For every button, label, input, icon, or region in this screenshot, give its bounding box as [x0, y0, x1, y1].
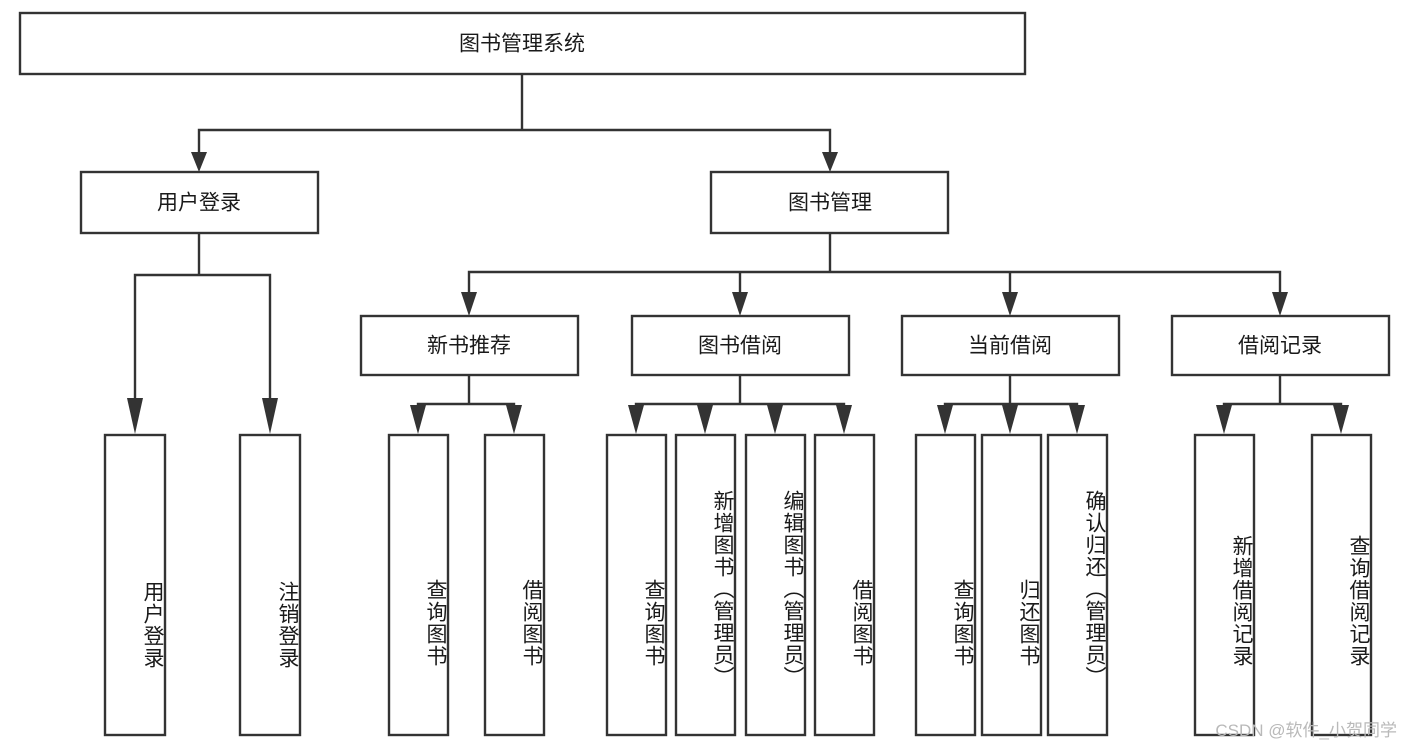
node-borrow-record[interactable]: 借阅记录	[1170, 314, 1391, 377]
arrow-to-leaf-user-login	[127, 398, 143, 434]
arrow-to-new-book-recommend	[461, 292, 477, 316]
connector-current-borrow-trunk	[943, 373, 1079, 412]
leaf-box-return-book[interactable]	[980, 433, 1043, 737]
arrow-to-leaf-query-record	[1333, 405, 1349, 434]
node-user-login[interactable]: 用户登录	[79, 170, 320, 235]
arrow-to-leaf-edit-book	[767, 405, 783, 434]
leaf-box-query-book-1[interactable]	[387, 433, 450, 737]
leaf-box-query-record[interactable]	[1310, 433, 1373, 737]
connector-book-borrow-trunk	[634, 373, 846, 412]
node-user-login-box[interactable]	[79, 170, 320, 235]
arrow-to-leaf-logout	[262, 398, 278, 434]
node-book-manage[interactable]: 图书管理	[709, 170, 950, 235]
arrow-to-leaf-return-book	[1002, 405, 1018, 434]
arrow-to-leaf-query-book-1	[410, 405, 426, 434]
connector-user-login-trunk	[133, 231, 272, 405]
node-book-manage-box[interactable]	[709, 170, 950, 235]
node-borrow-record-label: 借阅记录	[1238, 335, 1322, 358]
node-book-manage-label: 图书管理	[788, 192, 872, 215]
connector-root-trunk	[197, 73, 832, 160]
arrow-to-leaf-confirm-return	[1069, 405, 1085, 434]
connector-new-book-trunk	[416, 373, 516, 412]
node-root[interactable]: 图书管理系统	[18, 11, 1027, 76]
arrow-to-current-borrow	[1002, 292, 1018, 316]
leaf-box-add-book[interactable]	[674, 433, 737, 737]
leaf-box-logout[interactable]	[238, 433, 302, 737]
node-new-book-recommend-label: 新书推荐	[427, 335, 511, 358]
leaf-box-query-book-3[interactable]	[914, 433, 977, 737]
leaf-box-edit-book[interactable]	[744, 433, 807, 737]
arrow-to-leaf-add-record	[1216, 405, 1232, 434]
csdn-watermark: CSDN @软件_小贺同学	[1215, 721, 1397, 740]
node-user-login-label: 用户登录	[157, 192, 241, 215]
node-root-label: 图书管理系统	[459, 33, 585, 56]
connector-borrow-record-trunk	[1222, 373, 1343, 412]
arrow-to-leaf-query-book-3	[937, 405, 953, 434]
node-book-borrow-box[interactable]	[630, 314, 851, 377]
leaf-box-confirm-return[interactable]	[1046, 433, 1109, 737]
node-new-book-recommend[interactable]: 新书推荐	[359, 314, 580, 377]
connector-book-manage-trunk	[467, 231, 1282, 300]
node-root-box[interactable]	[18, 11, 1027, 76]
leaf-box-borrow-book-1[interactable]	[483, 433, 546, 737]
leaf-box-borrow-book-2[interactable]	[813, 433, 876, 737]
arrow-to-borrow-record	[1272, 292, 1288, 316]
leaf-box-query-book-2[interactable]	[605, 433, 668, 737]
node-new-book-recommend-box[interactable]	[359, 314, 580, 377]
node-borrow-record-box[interactable]	[1170, 314, 1391, 377]
arrow-to-leaf-borrow-book-1	[506, 405, 522, 434]
connector-layer	[127, 73, 1349, 434]
node-current-borrow[interactable]: 当前借阅	[900, 314, 1121, 377]
node-current-borrow-box[interactable]	[900, 314, 1121, 377]
leaf-box-user-login[interactable]	[103, 433, 167, 737]
arrow-to-leaf-query-book-2	[628, 405, 644, 434]
arrow-to-book-manage	[822, 152, 838, 172]
node-book-borrow-label: 图书借阅	[698, 335, 782, 358]
arrow-to-book-borrow	[732, 292, 748, 316]
node-current-borrow-label: 当前借阅	[968, 335, 1052, 358]
arrow-to-leaf-add-book	[697, 405, 713, 434]
arrow-to-user-login	[191, 152, 207, 172]
node-book-borrow[interactable]: 图书借阅	[630, 314, 851, 377]
leaf-box-add-record[interactable]	[1193, 433, 1256, 737]
arrow-to-leaf-borrow-book-2	[836, 405, 852, 434]
